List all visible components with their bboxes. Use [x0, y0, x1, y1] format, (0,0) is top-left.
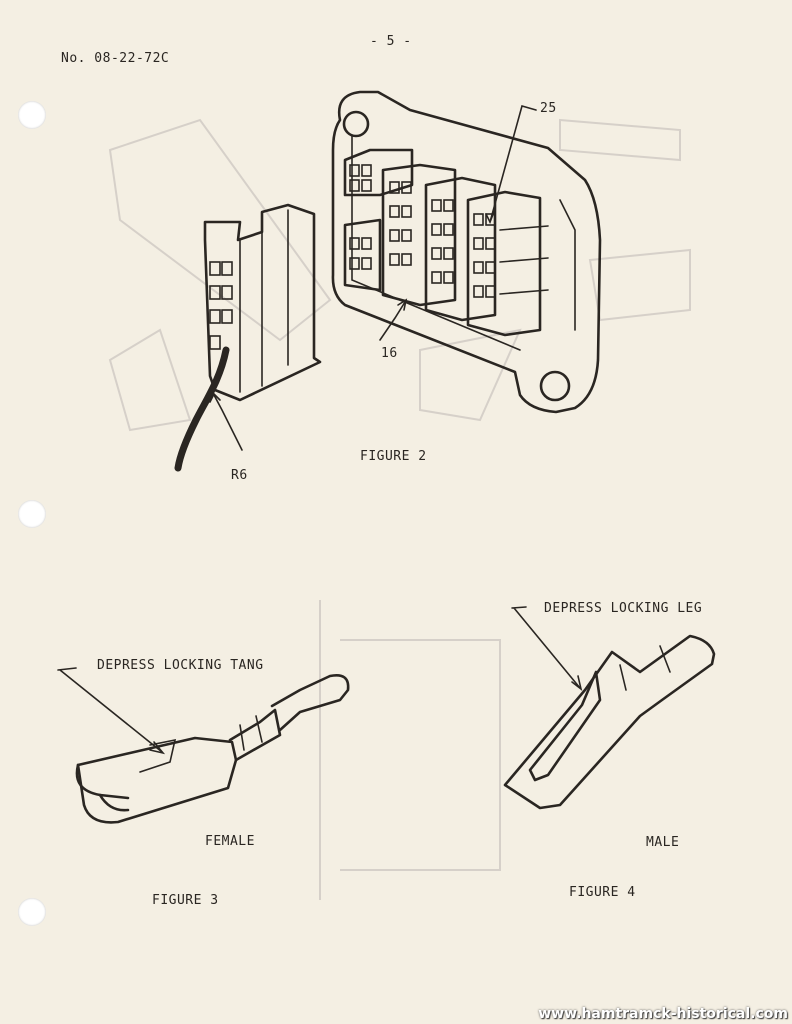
- site-watermark: www.hamtramck-historical.com: [538, 1006, 788, 1022]
- figure-3-caption: FIGURE 3: [152, 893, 219, 908]
- bleed-through-drawings: [108, 118, 691, 900]
- figure-4-caption: FIGURE 4: [569, 885, 636, 900]
- locking-tang-callout: DEPRESS LOCKING TANG: [97, 658, 264, 673]
- locking-leg-callout: DEPRESS LOCKING LEG: [544, 601, 703, 616]
- male-terminal-drawing: [503, 606, 716, 810]
- callout-r6: R6: [231, 468, 248, 483]
- punch-hole-bottom: [18, 898, 46, 926]
- male-label: MALE: [646, 835, 680, 850]
- figure-2-caption: FIGURE 2: [360, 449, 427, 464]
- female-terminal-drawing: [57, 667, 350, 824]
- punch-hole-top: [18, 101, 46, 129]
- callout-25: 25: [540, 101, 557, 116]
- document-number: No. 08-22-72C: [61, 51, 170, 66]
- page-number: - 5 -: [370, 34, 412, 49]
- female-label: FEMALE: [205, 834, 255, 849]
- junction-block-drawing: [331, 90, 602, 414]
- callout-16: 16: [381, 346, 398, 361]
- punch-hole-middle: [18, 500, 46, 528]
- connector-drawing: [174, 203, 322, 472]
